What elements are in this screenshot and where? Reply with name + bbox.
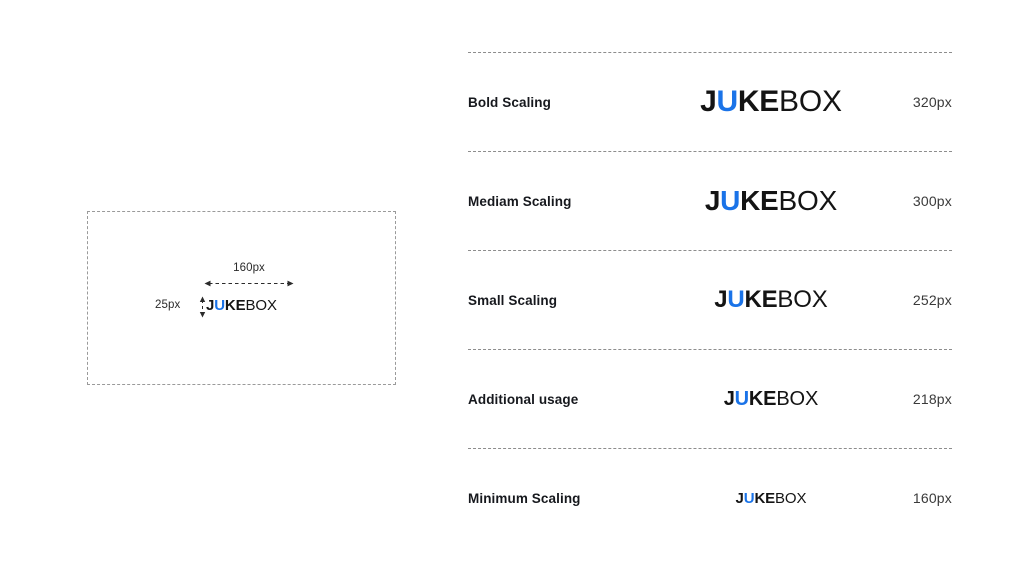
spec-panel-logo: JUKEBOX (206, 297, 277, 315)
scaling-row-label: Small Scaling (468, 292, 558, 308)
scaling-row-size: 160px (912, 490, 952, 506)
logo-letters-box: BOX (245, 297, 277, 314)
table-row: Additional usage JUKEBOX 218px (468, 350, 952, 448)
logo-letters-ke: KE (754, 489, 775, 507)
logo-letters-box: BOX (774, 489, 807, 507)
table-row: Small Scaling JUKEBOX 252px (468, 251, 952, 349)
table-divider (468, 151, 952, 152)
scaling-row-label: Mediam Scaling (468, 193, 572, 209)
scaling-row-logo: JUKEBOX (668, 87, 874, 117)
logo-letter-j: J (714, 286, 728, 313)
scaling-row-size: 320px (912, 94, 952, 110)
table-row: Bold Scaling JUKEBOX 320px (468, 53, 952, 151)
vertical-double-arrow-icon (199, 296, 206, 318)
horizontal-double-arrow-icon (204, 280, 294, 287)
logo-letter-j: J (206, 297, 215, 314)
height-measurement-label: 25px (155, 299, 181, 311)
logo-spec-panel (87, 211, 396, 385)
logo-letter-u: U (214, 297, 225, 314)
table-divider (468, 448, 952, 449)
logo-letter-u: U (716, 85, 739, 118)
logo-letter-u: U (727, 286, 745, 313)
logo-letter-j: J (704, 185, 721, 216)
scaling-row-logo: JUKEBOX (668, 491, 874, 506)
logo-letters-ke: KE (737, 85, 779, 118)
scaling-row-logo: JUKEBOX (668, 389, 874, 409)
logo-letters-box: BOX (778, 85, 842, 118)
scaling-row-label: Bold Scaling (468, 94, 551, 110)
logo-letter-j: J (735, 489, 744, 507)
table-row: Mediam Scaling JUKEBOX 300px (468, 152, 952, 250)
logo-letter-j: J (723, 388, 735, 410)
logo-letter-u: U (743, 489, 755, 507)
logo-letters-ke: KE (744, 286, 778, 313)
scaling-row-logo: JUKEBOX (668, 288, 874, 312)
scaling-row-size: 252px (912, 292, 952, 308)
scaling-row-logo: JUKEBOX (668, 187, 874, 215)
scaling-row-size: 300px (912, 193, 952, 209)
logo-letters-ke: KE (748, 388, 777, 410)
logo-letters-ke: KE (740, 185, 779, 216)
table-divider (468, 349, 952, 350)
table-divider (468, 52, 952, 53)
table-row: Minimum Scaling JUKEBOX 160px (468, 449, 952, 547)
logo-letter-u: U (734, 388, 749, 410)
logo-scaling-table: Bold Scaling JUKEBOX 320px Mediam Scalin… (468, 52, 952, 547)
logo-letters-box: BOX (776, 388, 819, 410)
width-measurement-label: 160px (233, 262, 265, 274)
logo-letters-box: BOX (777, 286, 828, 313)
logo-letters-ke: KE (224, 297, 246, 314)
height-measurement: 25px (155, 296, 207, 318)
table-divider (468, 250, 952, 251)
scaling-row-size: 218px (912, 391, 952, 407)
logo-letters-box: BOX (778, 185, 838, 216)
scaling-row-label: Additional usage (468, 391, 579, 407)
width-measurement: 160px (204, 262, 294, 287)
scaling-row-label: Minimum Scaling (468, 490, 581, 506)
logo-letter-u: U (720, 185, 741, 216)
logo-letter-j: J (700, 85, 717, 118)
